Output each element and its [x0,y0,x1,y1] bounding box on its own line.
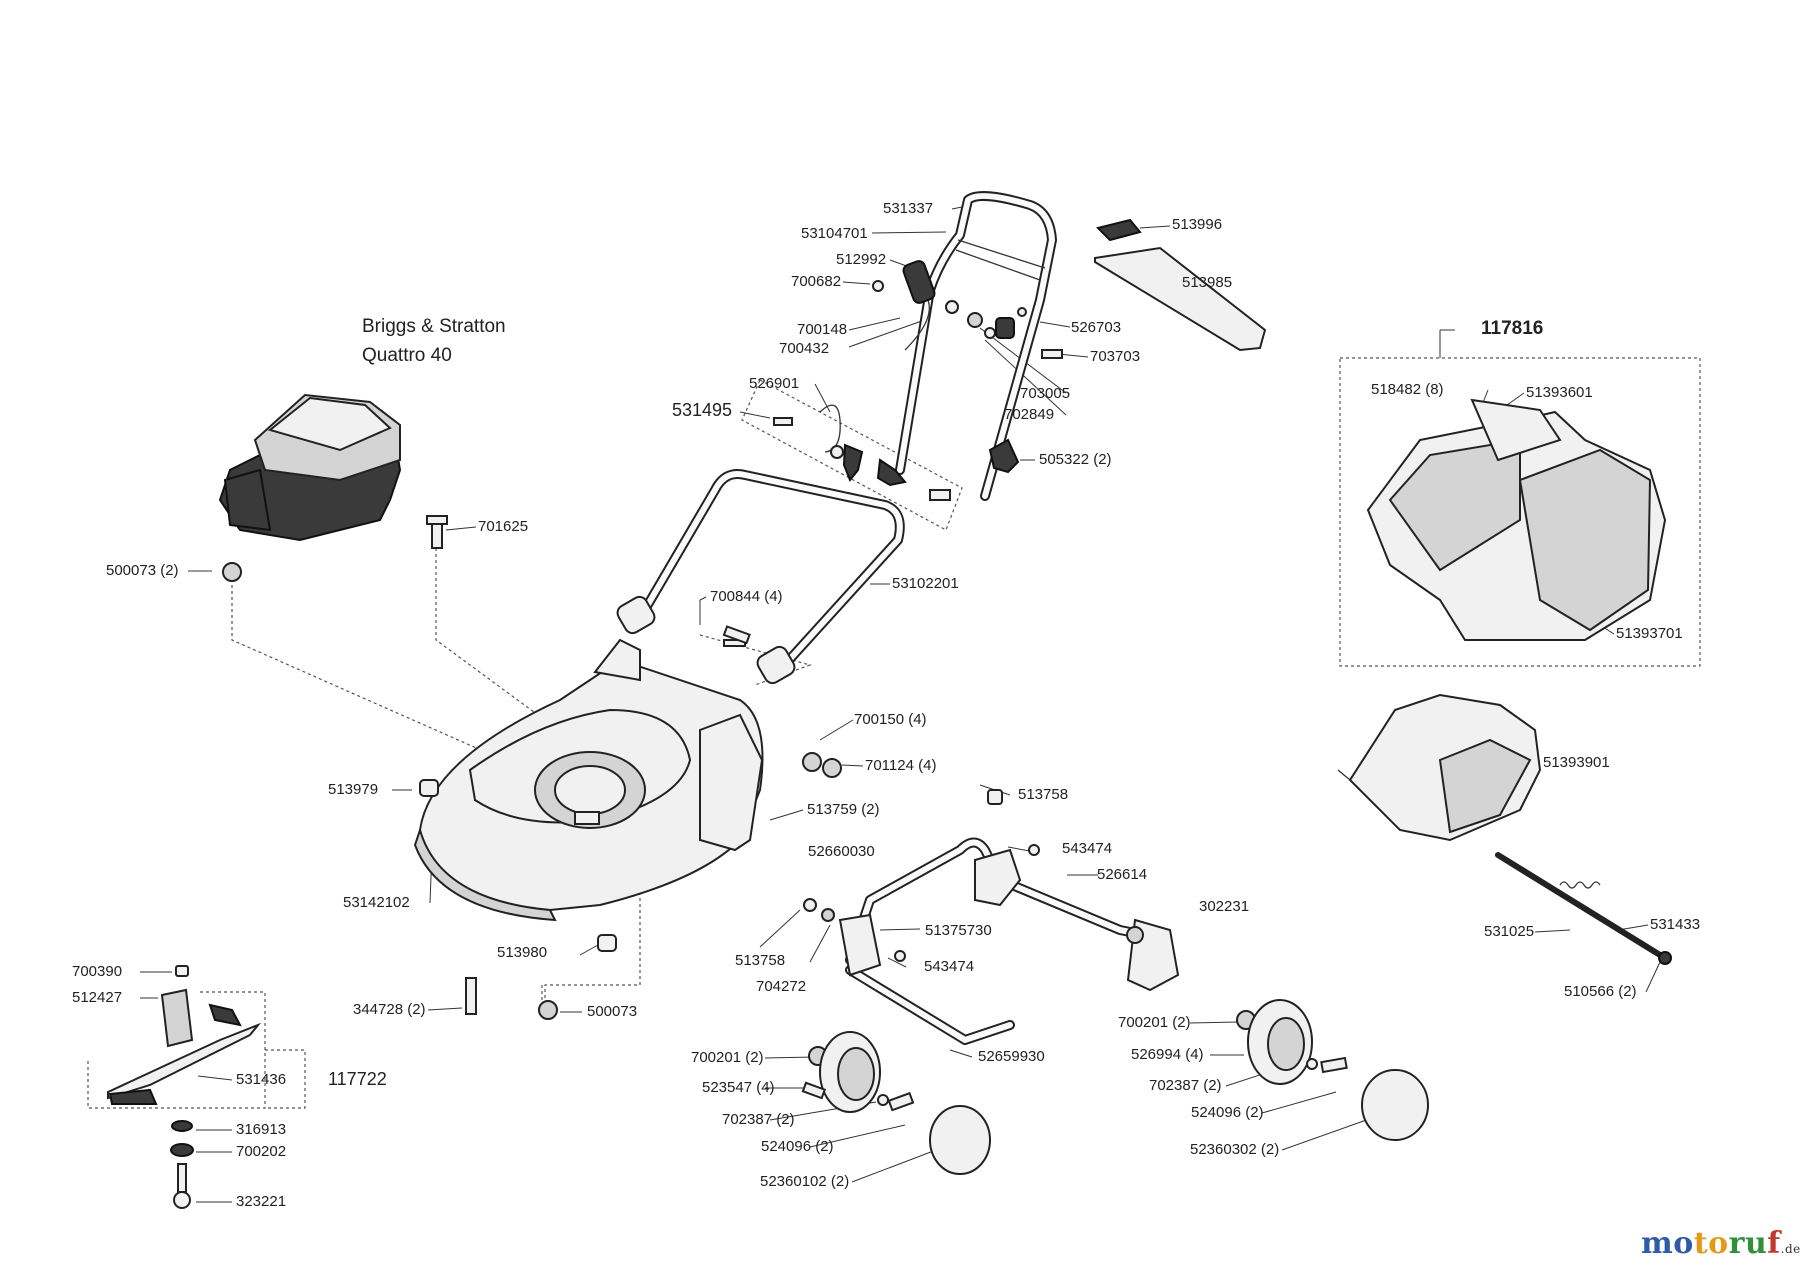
part-label: 518482 (8) [1371,381,1444,398]
part-label: 531495 [672,400,733,420]
logo-tld: .de [1780,1242,1800,1256]
part-label: 702387 (2) [1149,1077,1222,1094]
part-label: 704272 [756,978,807,995]
engine-model: Quattro 40 [362,345,452,366]
part-label: 531433 [1650,916,1701,933]
part-label: 701124 (4) [865,757,937,774]
handle-fittings [773,404,951,501]
part-label: 531436 [236,1071,287,1088]
part-label: 505322 (2) [1039,451,1112,468]
catcher-cover [1337,693,1542,842]
logo-letter: o [1708,1226,1729,1261]
part-label: 513985 [1182,274,1233,291]
part-label: 700201 (2) [691,1049,764,1066]
part-label: 703005 [1020,385,1071,402]
part-label: 526703 [1071,319,1122,336]
engine-drawing [218,393,402,542]
part-label: 53142102 [343,894,410,911]
part-label: 510566 (2) [1564,983,1637,1000]
part-label: 53102201 [892,575,959,592]
engine-title: Briggs & Stratton Quattro 40 [362,312,506,370]
part-label: 513758 [735,952,786,969]
upper-handle [872,191,1063,501]
part-label: 531337 [883,200,934,217]
part-label: 700150 (4) [854,711,927,728]
chute-parts [1094,218,1267,352]
part-label: 500073 (2) [106,562,179,579]
rear-axle [1495,852,1672,965]
part-label: 513979 [328,781,379,798]
logo-letter: m [1641,1226,1674,1261]
part-label: 513759 (2) [807,801,880,818]
part-label: 51393701 [1616,625,1683,642]
part-label: 512427 [72,989,123,1006]
part-label: 531025 [1484,923,1535,940]
part-label: 52360302 (2) [1190,1141,1280,1158]
logo-letter: f [1767,1226,1781,1261]
part-label: 51393601 [1526,384,1593,401]
left-wheel-set [808,1031,991,1175]
grass-bag-drawing [1366,398,1667,641]
part-label: 526901 [749,375,800,392]
part-label: 700844 (4) [710,588,783,605]
loose-hardware [222,515,842,1100]
part-label: 500073 [587,1003,638,1020]
part-label: 52360102 (2) [760,1173,850,1190]
part-label: 526614 [1097,866,1148,883]
logo-letter: r [1728,1226,1745,1261]
part-label: 700432 [779,340,830,357]
part-label: 700390 [72,963,123,980]
part-label: 700682 [791,273,842,290]
part-label: 53104701 [801,225,868,242]
part-label: 323221 [236,1193,287,1210]
part-label: 52660030 [808,843,875,860]
part-label: 543474 [924,958,975,975]
part-label: 526994 (4) [1131,1046,1204,1063]
part-label: 703703 [1090,348,1141,365]
part-label: 543474 [1062,840,1113,857]
right-wheel-set [1236,999,1429,1141]
part-label: 52659930 [978,1048,1045,1065]
part-label: 701625 [478,518,529,535]
part-label: 702387 (2) [722,1111,795,1128]
lower-handle [616,469,905,685]
height-adjust-frame [803,789,1180,1045]
blade-set [107,965,262,1209]
logo-letter: t [1693,1226,1709,1261]
part-label: 51393901 [1543,754,1610,771]
part-label: 512992 [836,251,887,268]
part-label: 344728 (2) [353,1001,426,1018]
assembly-number: 117722 [328,1069,387,1089]
part-label: 316913 [236,1121,287,1138]
part-label: 524096 (2) [761,1138,834,1155]
part-label: 523547 (4) [702,1079,775,1096]
motoruf-logo: motoruf.de [1641,1226,1800,1261]
part-label: 700148 [797,321,848,338]
part-label: 302231 [1199,898,1250,915]
part-label: 513996 [1172,216,1223,233]
logo-letter: o [1673,1226,1694,1261]
part-label: 513980 [497,944,548,961]
assembly-number: 117816 [1481,318,1544,339]
logo-letter: u [1744,1226,1768,1261]
part-label: 513758 [1018,786,1069,803]
engine-brand: Briggs & Stratton [362,316,506,337]
part-label: 51375730 [925,922,992,939]
deck-drawing [413,638,764,952]
part-label: 700201 (2) [1118,1014,1191,1031]
part-label: 702849 [1004,406,1055,423]
part-label: 524096 (2) [1191,1104,1264,1121]
part-label: 700202 [236,1143,287,1160]
